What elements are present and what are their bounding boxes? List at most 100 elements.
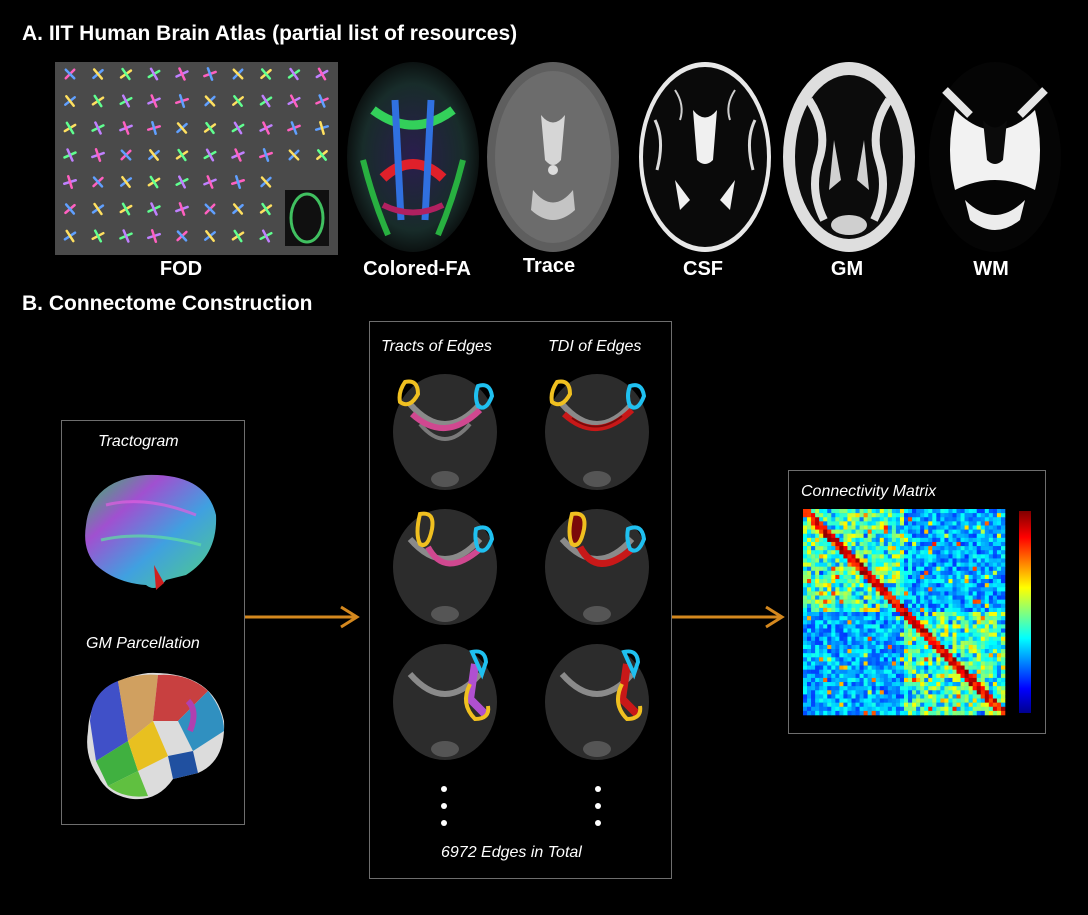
matrix-cell (827, 558, 832, 563)
matrix-cell (992, 558, 998, 563)
matrix-cell (819, 599, 824, 605)
matrix-cell (883, 612, 889, 617)
matrix-cell (996, 591, 1002, 596)
matrix-cell (996, 620, 1002, 625)
matrix-cell (972, 698, 978, 703)
matrix-cell (835, 669, 840, 675)
matrix-cell (859, 509, 864, 514)
matrix-cell (823, 595, 828, 600)
matrix-cell (984, 649, 990, 654)
matrix-cell (867, 636, 872, 642)
fod-image (55, 62, 338, 255)
matrix-cell (924, 546, 929, 551)
matrix-cell (819, 566, 824, 572)
matrix-cell (980, 698, 986, 703)
matrix-cell (968, 537, 973, 543)
matrix-cell (944, 562, 949, 567)
matrix-cell (819, 509, 824, 514)
matrix-cell (843, 595, 848, 600)
matrix-cell (908, 686, 913, 691)
matrix-cell (815, 525, 820, 530)
matrix-cell (895, 710, 901, 716)
matrix-cell (847, 554, 852, 559)
matrix-cell (871, 677, 877, 683)
matrix-cell (972, 513, 978, 518)
matrix-cell (940, 661, 945, 666)
matrix-cell (940, 509, 945, 514)
matrix-cell (932, 574, 937, 580)
matrix-cell (891, 612, 897, 617)
matrix-cell (952, 636, 957, 642)
matrix-cell (803, 587, 808, 592)
matrix-cell (859, 710, 864, 716)
matrix-cell (908, 529, 913, 535)
matrix-cell (956, 521, 961, 526)
matrix-cell (851, 632, 856, 638)
matrix-cell (855, 558, 860, 563)
matrix-cell (843, 677, 848, 683)
matrix-cell (928, 677, 933, 683)
matrix-cell (996, 603, 1002, 609)
matrix-cell (871, 583, 877, 588)
matrix-cell (879, 612, 885, 617)
matrix-cell (936, 657, 941, 662)
matrix-cell (996, 677, 1002, 683)
matrix-cell (855, 550, 860, 555)
matrix-cell (1000, 574, 1006, 580)
matrix-cell (944, 517, 949, 522)
matrix-cell (871, 628, 877, 633)
matrix-cell (843, 583, 848, 588)
fod-glyph (289, 67, 299, 81)
matrix-cell (956, 525, 961, 530)
matrix-cell (859, 574, 864, 580)
matrix-cell (916, 612, 921, 617)
matrix-cell (863, 562, 868, 567)
matrix-cell (904, 554, 909, 559)
matrix-cell (948, 632, 953, 638)
matrix-cell (867, 566, 872, 572)
matrix-cell (976, 673, 982, 679)
matrix-cell (863, 537, 868, 543)
matrix-cell (908, 566, 913, 572)
matrix-cell (875, 562, 881, 567)
matrix-cell (984, 587, 990, 592)
matrix-cell (823, 533, 828, 539)
matrix-cell (992, 587, 998, 592)
gm-image (783, 62, 915, 252)
matrix-cell (908, 657, 913, 662)
matrix-cell (863, 595, 868, 600)
matrix-cell (992, 657, 998, 662)
matrix-cell (968, 541, 973, 547)
matrix-cell (984, 521, 990, 526)
matrix-cell (936, 644, 941, 650)
matrix-cell (843, 558, 848, 563)
matrix-cell (944, 661, 949, 666)
matrix-cell (871, 636, 877, 642)
matrix-cell (823, 649, 828, 654)
matrix-cell (871, 616, 877, 621)
matrix-cell (855, 661, 860, 666)
matrix-cell (847, 562, 852, 567)
matrix-cell (807, 562, 812, 567)
matrix-cell (976, 682, 982, 687)
matrix-cell (855, 591, 860, 596)
matrix-cell (908, 665, 913, 670)
matrix-cell (912, 537, 917, 543)
matrix-cell (988, 690, 994, 695)
matrix-cell (871, 603, 877, 609)
matrix-cell (916, 537, 921, 543)
matrix-cell (944, 607, 949, 613)
matrix-cell (976, 509, 982, 514)
matrix-cell (891, 574, 897, 580)
matrix-cell (811, 566, 816, 572)
matrix-cell (968, 595, 973, 600)
matrix-cell (843, 509, 848, 514)
matrix-cell (863, 702, 868, 708)
matrix-cell (980, 550, 986, 555)
matrix-cell (940, 702, 945, 708)
matrix-cell (815, 665, 820, 670)
matrix-cell (855, 587, 860, 592)
matrix-cell (992, 521, 998, 526)
matrix-cell (908, 620, 913, 625)
matrix-cell (960, 624, 965, 629)
